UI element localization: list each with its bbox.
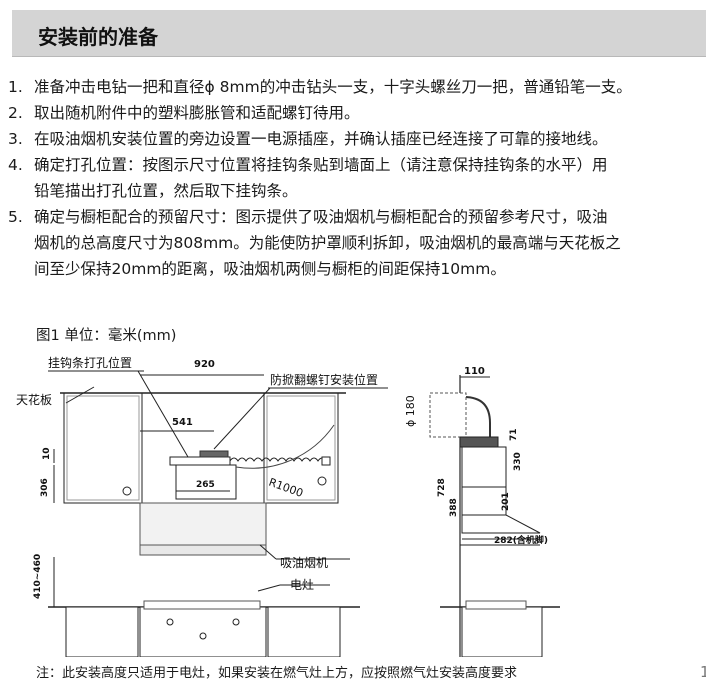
- step-2: 2. 取出随机附件中的塑料膨胀管和适配螺钉待用。: [8, 100, 698, 126]
- ceiling-leader: [65, 386, 95, 404]
- step-number: 3.: [8, 130, 23, 148]
- step-number: 4.: [8, 156, 23, 174]
- section-header: 安装前的准备: [12, 10, 706, 57]
- right-wall-cabinet: [263, 392, 339, 504]
- hood-label: 吸油烟机: [280, 556, 328, 570]
- dim-110: 110: [464, 366, 485, 377]
- dim-10: 10: [42, 447, 52, 460]
- step-line: 准备冲击电钻一把和直径ϕ 8mm的冲击钻头一支，十字头螺丝刀一把，普通铅笔一支。: [34, 78, 632, 96]
- dim-71: 71: [509, 428, 519, 441]
- hook-holes-label: 挂钩条打孔位置: [48, 355, 132, 370]
- step-3: 3. 在吸油烟机安装位置的旁边设置一电源插座，并确认插座已经连接了可靠的接地线。: [8, 126, 698, 152]
- step-line: 确定与橱柜配合的预留尺寸：图示提供了吸油烟机与橱柜配合的预留参考尺寸，吸油: [34, 208, 608, 226]
- step-line: 在吸油烟机安装位置的旁边设置一电源插座，并确认插座已经连接了可靠的接地线。: [34, 130, 608, 148]
- anti-tip-label: 防掀翻螺钉安装位置: [270, 372, 378, 387]
- range-hood-side: [429, 375, 541, 657]
- ceiling-label: 天花板: [16, 392, 52, 407]
- swing-arc: [235, 424, 335, 469]
- hook-holes-leader: [137, 370, 189, 458]
- dim-201: 201: [501, 492, 511, 511]
- figure-caption: 图1 单位：毫米(mm): [36, 328, 177, 344]
- step-number: 2.: [8, 104, 23, 122]
- diameter-label: ϕ 180: [404, 395, 417, 427]
- steps-list: 1. 准备冲击电钻一把和直径ϕ 8mm的冲击钻头一支，十字头螺丝刀一把，普通铅笔…: [8, 74, 698, 282]
- side-base-cabinet: [440, 600, 560, 657]
- step-number: 5.: [8, 208, 23, 226]
- stove-label: 电灶: [290, 578, 314, 592]
- step-5: 5. 确定与橱柜配合的预留尺寸：图示提供了吸油烟机与橱柜配合的预留参考尺寸，吸油…: [8, 204, 698, 282]
- installation-diagram: 天花板 挂钩条打孔位置 920 防掀翻螺钉安装位置 541 10 306 R10…: [16, 355, 560, 657]
- hood-leader: [259, 544, 277, 560]
- range-hood-front: [139, 450, 331, 556]
- dim-920: 920: [194, 359, 215, 370]
- step-number: 1.: [8, 78, 23, 96]
- dim-541: 541: [172, 417, 193, 428]
- footnote: 注：此安装高度只适用于电灶，如果安装在燃气灶上方，应按照燃气灶安装高度要求: [36, 666, 518, 681]
- step-line: 确定打孔位置：按图示尺寸位置将挂钩条贴到墙面上（请注意保持挂钩条的水平）用: [34, 156, 608, 174]
- step-4: 4. 确定打孔位置：按图示尺寸位置将挂钩条贴到墙面上（请注意保持挂钩条的水平）用…: [8, 152, 698, 204]
- page-number: 1: [700, 663, 706, 681]
- dim-330: 330: [513, 452, 523, 471]
- section-title: 安装前的准备: [38, 25, 158, 49]
- dim-728: 728: [437, 478, 447, 497]
- step-1: 1. 准备冲击电钻一把和直径ϕ 8mm的冲击钻头一支，十字头螺丝刀一把，普通铅笔…: [8, 74, 698, 100]
- step-line: 烟机的总高度尺寸为808mm。为能使防护罩顺利拆卸，吸油烟机的最高端与天花板之: [34, 234, 621, 252]
- step-line: 铅笔描出打孔位置，然后取下挂钩条。: [34, 182, 298, 200]
- left-wall-cabinet: [63, 392, 143, 504]
- step-line: 取出随机附件中的塑料膨胀管和适配螺钉待用。: [34, 104, 360, 122]
- step-line: 间至少保持20mm的距离，吸油烟机两侧与橱柜的间距保持10mm。: [34, 260, 506, 278]
- dim-282: 282(含机脚): [494, 534, 548, 546]
- dim-388: 388: [449, 498, 459, 517]
- anti-tip-leader: [213, 387, 271, 450]
- stove-leader: [257, 584, 281, 592]
- dim-306: 306: [40, 478, 50, 497]
- dim-410-460: 410~460: [33, 554, 43, 599]
- dim-265: 265: [196, 480, 215, 490]
- base-cabinets: [48, 600, 360, 657]
